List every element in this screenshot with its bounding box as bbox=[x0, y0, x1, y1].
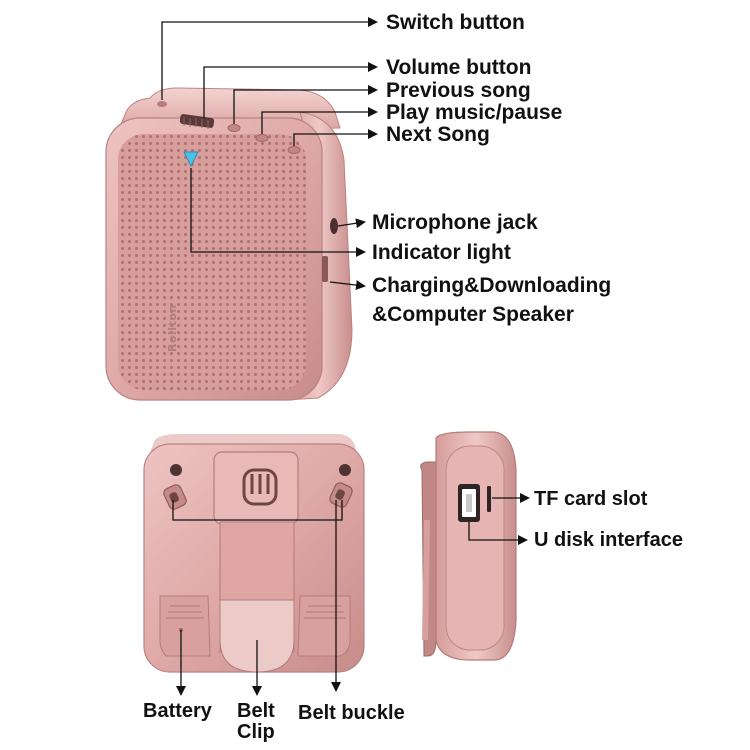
label-charging-line1: Charging&Downloading bbox=[372, 274, 612, 297]
label-microphone-jack: Microphone jack bbox=[372, 211, 538, 234]
side-pointer-lines bbox=[468, 493, 530, 545]
charging-port-icon bbox=[322, 256, 328, 282]
label-belt-clip-line1: Belt bbox=[237, 700, 275, 722]
label-volume-button: Volume button bbox=[386, 56, 532, 79]
next-song-button-icon bbox=[287, 146, 301, 154]
label-u-disk-interface: U disk interface bbox=[534, 529, 683, 551]
speaker-front-view: Rollton bbox=[105, 87, 353, 401]
belt-buckle-left-icon bbox=[163, 484, 187, 510]
indicator-light-icon bbox=[183, 151, 199, 168]
play-pause-button-icon bbox=[255, 134, 269, 142]
previous-song-button-icon bbox=[227, 124, 241, 132]
volume-wheel-icon bbox=[179, 114, 215, 128]
label-play-music-pause: Play music/pause bbox=[386, 101, 563, 124]
switch-button-icon bbox=[157, 101, 167, 107]
speaker-back-view bbox=[143, 434, 365, 673]
label-battery: Battery bbox=[143, 700, 212, 722]
label-belt-buckle: Belt buckle bbox=[298, 702, 405, 724]
microphone-jack-icon bbox=[330, 218, 338, 234]
belt-clip-icon bbox=[213, 451, 299, 673]
label-indicator-light: Indicator light bbox=[372, 241, 511, 264]
back-pointer-lines bbox=[172, 500, 343, 696]
label-previous-song: Previous song bbox=[386, 79, 531, 102]
brand-logo: Rollton bbox=[166, 304, 179, 352]
front-pointer-lines bbox=[161, 17, 378, 291]
label-belt-clip-line2: Clip bbox=[237, 721, 275, 743]
label-tf-card-slot: TF card slot bbox=[534, 488, 648, 510]
label-charging-line2: &Computer Speaker bbox=[372, 303, 574, 326]
label-next-song: Next Song bbox=[386, 123, 490, 146]
speaker-side-view bbox=[420, 431, 517, 661]
label-switch-button: Switch button bbox=[386, 11, 525, 34]
tf-slot-icon bbox=[487, 486, 491, 512]
